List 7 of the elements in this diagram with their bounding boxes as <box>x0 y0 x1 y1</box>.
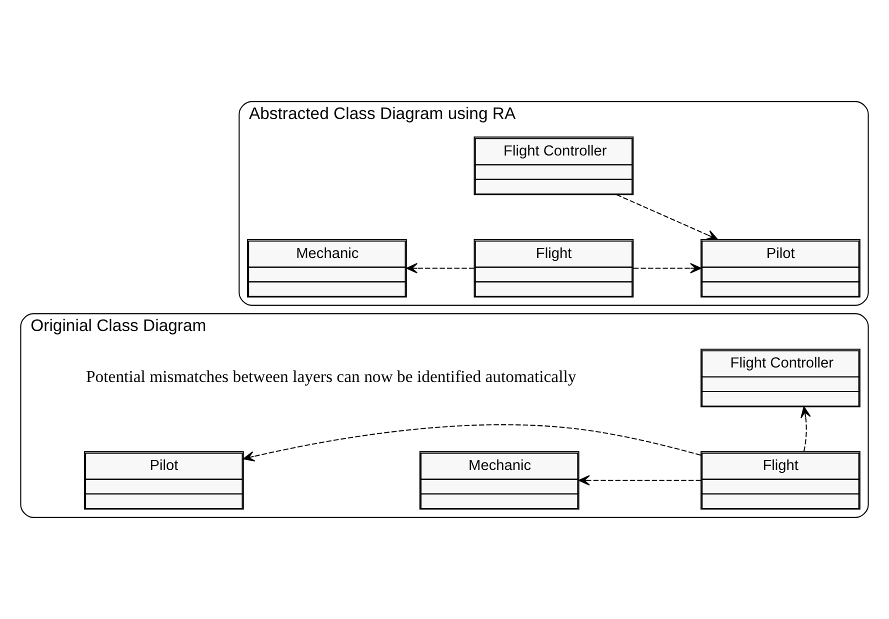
arrow <box>633 263 702 274</box>
arrow <box>243 424 701 462</box>
arrow <box>578 475 701 486</box>
arrow <box>406 263 474 274</box>
arrow <box>616 194 718 240</box>
label: Potential mismatches between layers can now be identified automatically <box>86 366 576 386</box>
arrow <box>800 406 811 452</box>
